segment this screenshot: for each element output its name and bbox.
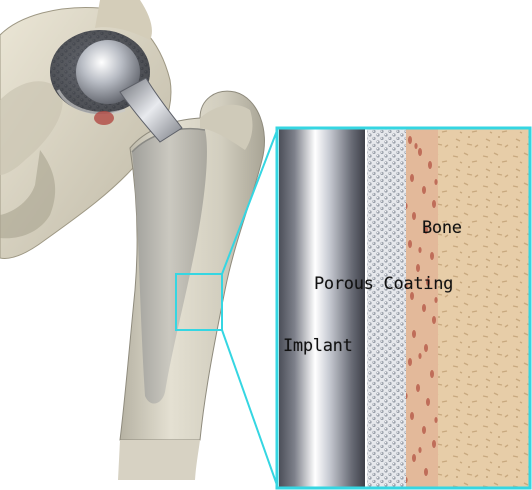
bone-ingrowth-layer: [404, 128, 438, 488]
label-porous-coating: Porous Coating: [314, 274, 453, 294]
soft-tissue: [94, 111, 114, 125]
label-implant: Implant: [283, 336, 353, 356]
porous-coating-layer: [364, 128, 406, 488]
label-bone: Bone: [422, 218, 462, 238]
callout-connector-bottom: [222, 330, 278, 488]
implant-layer: [279, 128, 365, 488]
magnified-inset: [277, 128, 530, 488]
